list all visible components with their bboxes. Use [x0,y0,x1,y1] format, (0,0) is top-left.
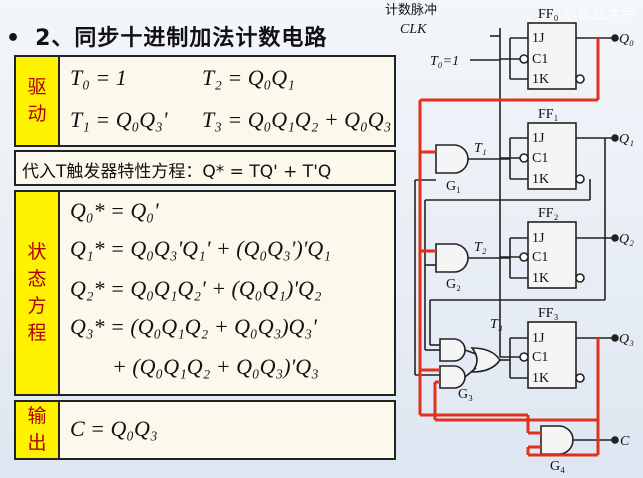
ff1-box [527,122,577,190]
drive-eq-t0: T₀ = 1 [70,65,127,90]
state-eq-q0: Q₀* = Q₀' [70,198,159,223]
g1-label: G₁ [446,179,461,194]
ff1-label: FF₁ [538,107,558,122]
q1-label: Q₁ [619,132,634,147]
q3-label: Q₃ [619,332,634,347]
gate-g3-and-b [439,365,466,389]
clk-label-cn: 计数脉冲 [385,3,437,18]
gate-g2 [435,243,469,273]
gate-g4 [540,425,574,455]
drive-eq-t1: T₁ = Q₀Q₃' [70,107,168,132]
subst-panel: 代入T触发器特性方程：Q* = TQ' + T'Q [14,150,396,186]
output-panel: 输出 C = Q₀Q₃ [14,400,396,460]
ff0-pin-c: C1 [532,52,548,67]
ff3-pin-k: 1K [532,371,549,386]
ff2-pin-k: 1K [532,271,549,286]
q2-label: Q₂ [619,232,634,247]
ff3-pin-j: 1J [532,331,545,346]
state-eq-q3: Q₃* = (Q₀Q₁Q₂ + Q₀Q₃)Q₃' [70,314,317,339]
ff3-box [527,321,577,389]
gate-g1 [435,144,469,174]
gate-g3-or [470,347,501,373]
state-tag: 状态方程 [16,192,60,394]
drive-panel: 驱动 T₀ = 1 T₂ = Q₀Q₁ T₁ = Q₀Q₃' T₃ = Q₀Q₁… [14,55,396,147]
drive-eq-t3: T₃ = Q₀Q₁Q₂ + Q₀Q₃ [202,107,392,132]
state-eq-q3-cont: + (Q₀Q₁Q₂ + Q₀Q₃)'Q₃ [112,354,319,379]
t2-label: T₂ [474,240,487,255]
clk-label: CLK [400,22,427,37]
ff2-pin-c: C1 [532,250,548,265]
output-tag: 输出 [16,402,60,458]
title-bullet: • [6,26,22,51]
ff2-pin-j: 1J [532,231,545,246]
drive-eq-t2: T₂ = Q₀Q₁ [202,65,295,90]
state-eq-q2: Q₂* = Q₀Q₁Q₂' + (Q₀Q₁)'Q₂ [70,276,322,301]
ff0-box [527,22,577,90]
ff0-label: FF₀ [538,7,559,22]
gate-g3-and-a [439,338,466,362]
ff0-pin-k: 1K [532,72,549,87]
slide-title: • 2、同步十进制加法计数电路 [6,20,327,52]
g3-label: G₃ [458,387,473,402]
g2-label: G₂ [446,277,461,292]
ff3-pin-c: C1 [532,350,548,365]
ff0-pin-j: 1J [532,31,545,46]
q0-label: Q₀ [619,32,634,47]
state-panel: 状态方程 Q₀* = Q₀' Q₁* = Q₀Q₃'Q₁' + (Q₀Q₃')'… [14,190,396,396]
ff2-label: FF₂ [538,206,559,221]
g4-label: G₄ [550,459,565,474]
t3-label: T₃ [490,317,503,332]
ff1-pin-j: 1J [532,131,545,146]
t1-label: T₁ [474,141,487,156]
subst-text: 代入T触发器特性方程：Q* = TQ' + T'Q [22,162,332,182]
watermark: 山东农业大学 [546,4,637,22]
ff1-pin-c: C1 [532,151,548,166]
t0-label: T₀=1 [430,54,459,69]
c-label: C [620,434,630,449]
drive-tag: 驱动 [16,57,60,145]
state-eq-q1: Q₁* = Q₀Q₃'Q₁' + (Q₀Q₃')'Q₁ [70,236,331,261]
ff1-pin-k: 1K [532,172,549,187]
ff3-label: FF₃ [538,306,559,321]
output-eq: C = Q₀Q₃ [70,416,158,441]
title-text: 2、同步十进制加法计数电路 [35,26,328,51]
